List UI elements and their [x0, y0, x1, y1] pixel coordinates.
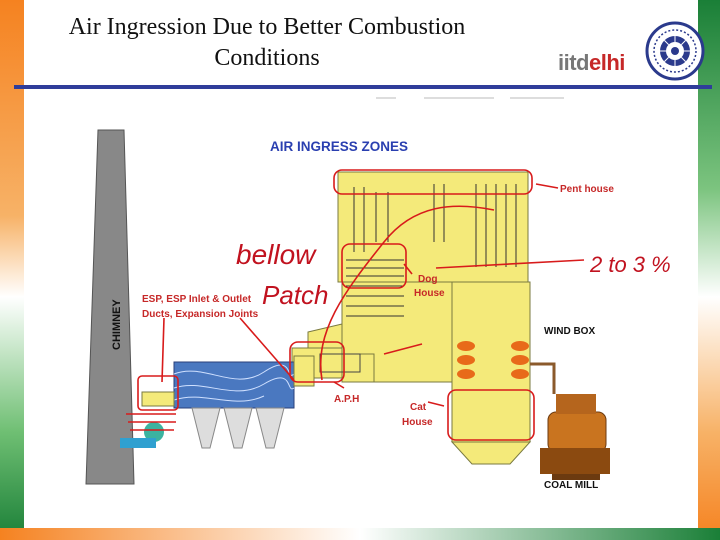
diagram-heading: AIR INGRESS ZONES — [270, 139, 408, 154]
label-esp-line1: ESP, ESP Inlet & Outlet — [142, 294, 252, 305]
iit-seal-logo — [645, 21, 705, 81]
slide-title: Air Ingression Due to Better Combustion … — [24, 12, 510, 74]
chimney-label: CHIMNEY — [111, 299, 123, 350]
coal-mill — [530, 362, 610, 480]
label-coal-mill: COAL MILL — [544, 480, 598, 491]
ingress-markers — [126, 169, 585, 441]
burner-flames — [457, 341, 529, 379]
label-pent-house: Pent house — [560, 184, 614, 195]
label-cat-house-1: Cat — [410, 402, 427, 413]
label-dog-house-2: House — [414, 288, 445, 299]
title-rule — [14, 85, 712, 89]
chimney — [85, 129, 135, 485]
handwriting-percent: 2 to 3 % — [589, 252, 671, 277]
label-dog-house-1: Dog — [418, 274, 437, 285]
label-cat-house-2: House — [402, 417, 433, 428]
wordmark-part-b: elhi — [589, 50, 625, 75]
slide-title-line1: Air Ingression Due to Better Combustion — [68, 14, 466, 40]
label-esp-line2: Ducts, Expansion Joints — [142, 309, 259, 320]
esp-unit — [120, 355, 315, 449]
handwriting-bellows: bellow — [236, 239, 317, 270]
diagram-svg: CHIMNEY AIR INGRESS ZONES — [85, 97, 671, 491]
slide-frame-left — [0, 0, 24, 540]
handwriting-patches: Patch — [262, 280, 329, 310]
slide-frame-right — [698, 0, 720, 540]
air-ingress-diagram: CHIMNEY AIR INGRESS ZONES — [24, 92, 698, 528]
label-aph: A.P.H — [334, 394, 359, 405]
slide-frame-bottom — [0, 528, 720, 540]
slide-title-line2: Conditions — [214, 45, 320, 71]
label-wind-box: WIND BOX — [544, 326, 595, 337]
iitdelhi-wordmark: iitdelhi — [558, 50, 625, 76]
wordmark-part-a: iitd — [558, 50, 590, 75]
